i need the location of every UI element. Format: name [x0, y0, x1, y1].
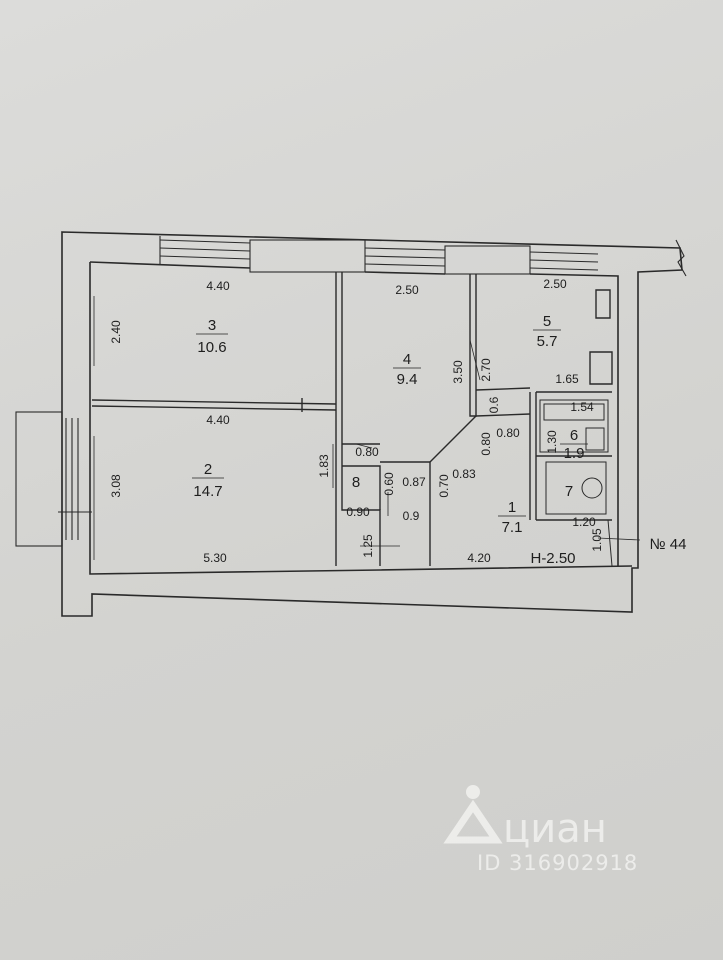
outer-walls: [61, 231, 683, 617]
dim-087: 0.87: [402, 475, 426, 489]
room-number: 1: [508, 499, 516, 516]
dim-183: 1.83: [317, 454, 331, 478]
room-area: 9.4: [397, 371, 418, 388]
room-area: 1.9: [564, 445, 585, 462]
watermark-brand: циан: [503, 806, 607, 852]
balcony: [15, 411, 92, 547]
room-4: 4 9.4: [393, 351, 421, 388]
dim-125: 1.25: [361, 534, 375, 558]
dim-154: 1.54: [570, 400, 594, 414]
room-area: 5.7: [537, 333, 558, 350]
dim-r2-width: 4.40: [206, 413, 230, 427]
dim-080-bath: 0.80: [496, 426, 520, 440]
dim-r4-height: 3.50: [451, 360, 465, 384]
room-8-number: 8: [352, 474, 360, 491]
dim-09: 0.9: [403, 509, 420, 523]
interior-walls: [91, 272, 613, 566]
watermark-id: ID 316902918: [477, 851, 638, 875]
room-5: 5 5.7: [533, 313, 561, 350]
dim-r3-width: 4.40: [206, 279, 230, 293]
room-1: 1 7.1: [498, 499, 526, 536]
dim-090: 0.90: [346, 505, 370, 519]
room-2: 2 14.7: [192, 461, 224, 500]
dim-070: 0.70: [437, 474, 451, 498]
room-3: 3 10.6: [196, 317, 228, 356]
dim-060-closet: 0.60: [382, 472, 396, 496]
room-area: 10.6: [197, 339, 226, 356]
dim-080-closet: 0.80: [355, 445, 379, 459]
dim-06: 0.6: [487, 396, 501, 413]
dim-120: 1.20: [572, 515, 596, 529]
dim-r3-height: 2.40: [109, 320, 123, 344]
dimension-ticks: [93, 296, 641, 560]
dim-r5-bottom: 1.65: [555, 372, 579, 386]
room-number: 3: [208, 317, 216, 334]
dim-083: 0.83: [452, 467, 476, 481]
room-number: 2: [204, 461, 212, 478]
room-number: 4: [403, 351, 411, 368]
dim-r2-height: 3.08: [109, 474, 123, 498]
ceiling-height: H-2.50: [530, 550, 575, 567]
dim-r5-width: 2.50: [543, 277, 567, 291]
room-area: 7.1: [502, 519, 523, 536]
room-6: 6 1.9: [560, 427, 588, 462]
fixtures: [539, 399, 613, 567]
room-area: 14.7: [193, 483, 222, 500]
watermark: циан ID 316902918: [443, 785, 638, 875]
dim-r2-bottom: 5.30: [203, 551, 227, 565]
dim-r4-width: 2.50: [395, 283, 419, 297]
dim-105: 1.05: [590, 528, 604, 552]
room-7-number: 7: [565, 483, 573, 500]
cian-logo-icon: [443, 785, 503, 844]
room-number: 5: [543, 313, 551, 330]
windows: [159, 236, 687, 277]
room-number: 6: [570, 427, 578, 444]
dim-r5-height: 2.70: [479, 358, 493, 382]
dim-420: 4.20: [467, 551, 491, 565]
dim-130: 1.30: [545, 430, 559, 454]
apartment-number: № 44: [650, 536, 687, 553]
dim-080-vertical: 0.80: [479, 432, 493, 456]
